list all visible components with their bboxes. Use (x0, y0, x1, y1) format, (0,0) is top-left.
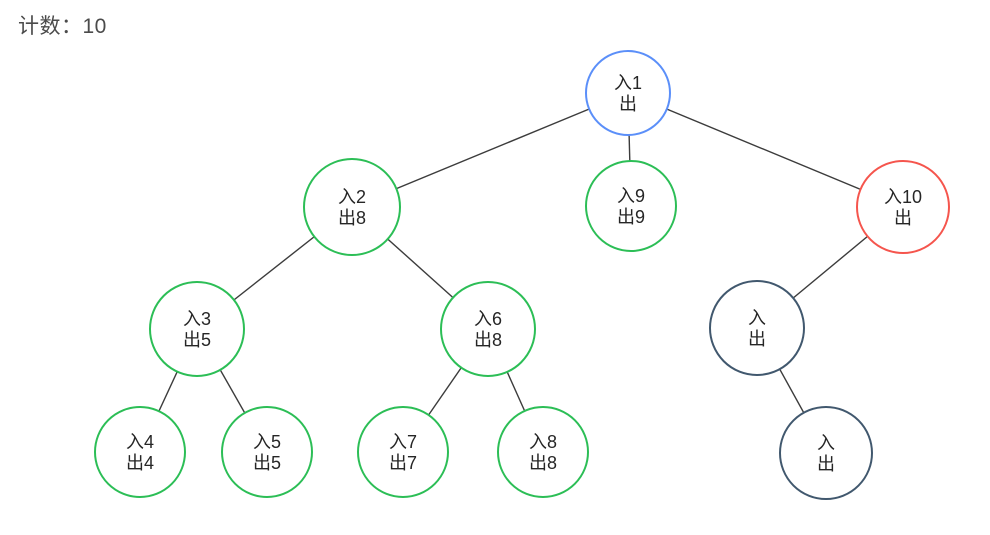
node-circle (149, 281, 245, 377)
tree-node-nA: 入出 (709, 280, 805, 376)
node-circle (94, 406, 186, 498)
counter-label: 计数： (18, 15, 83, 38)
node-circle (303, 158, 401, 256)
tree-edges-layer (139, 92, 904, 454)
node-circle (357, 406, 449, 498)
node-circle (585, 160, 677, 252)
tree-edge-n1-n10 (627, 92, 904, 208)
node-circle (585, 50, 671, 136)
node-circle (497, 406, 589, 498)
node-circle (709, 280, 805, 376)
node-label: 入出 (817, 433, 835, 474)
counter-value: 10 (82, 15, 107, 38)
tree-edge-n1-n2 (351, 92, 629, 208)
node-label: 入出 (748, 308, 766, 349)
node-circle (779, 406, 873, 500)
node-counter: 计数：10 (18, 10, 107, 40)
node-circle (856, 160, 950, 254)
node-circle (440, 281, 536, 377)
tree-node-nB: 入出 (779, 406, 873, 500)
node-circle (221, 406, 313, 498)
